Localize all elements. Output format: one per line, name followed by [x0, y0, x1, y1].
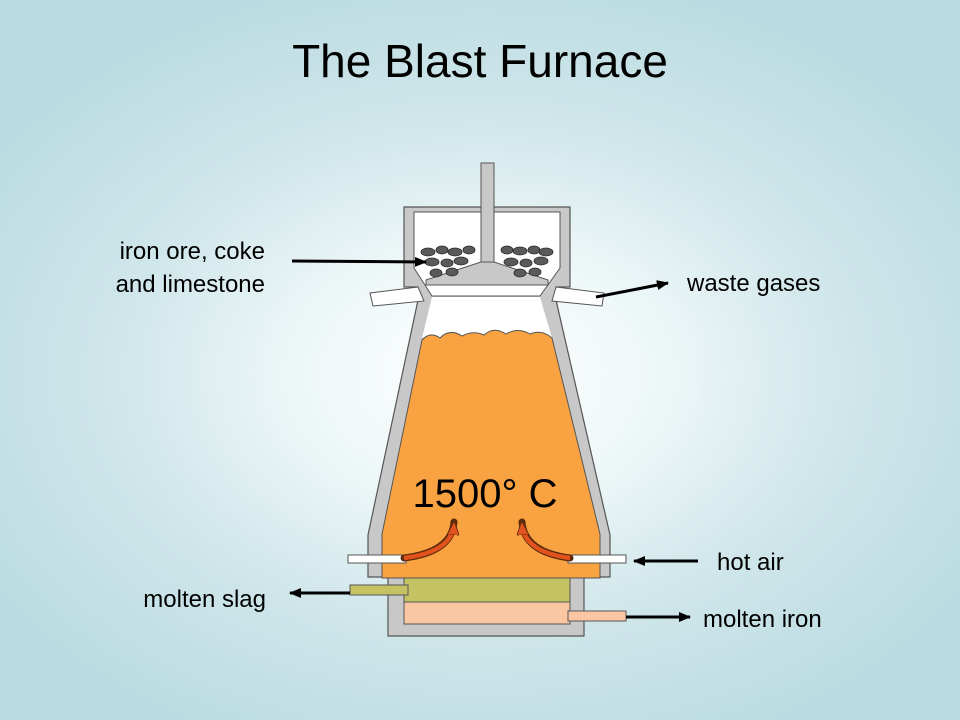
- waste-gases-arrow: [595, 280, 669, 299]
- gas-zone: [422, 297, 552, 338]
- charge-label-line2: and limestone: [115, 271, 265, 298]
- gas-outlet-left: [369, 286, 425, 307]
- hot-air-arrow-left-fill: [403, 524, 454, 561]
- charging-rod: [480, 162, 495, 266]
- page-title: The Blast Furnace: [292, 35, 668, 87]
- molten-iron-layer: [403, 601, 571, 625]
- charging-bell: [425, 261, 549, 286]
- slag-tap-pipe: [349, 584, 409, 596]
- molten-iron-label: molten iron: [703, 606, 822, 633]
- charge-label: iron ore, coke and limestone: [40, 235, 265, 301]
- hot-air-pipe-right: [567, 554, 627, 564]
- hot-air-pipe-left: [347, 554, 407, 564]
- charge-arrow: [291, 256, 427, 267]
- temperature-label: 1500° C: [412, 472, 558, 516]
- slag-layer: [403, 577, 571, 603]
- ore-lumps-right: [500, 245, 554, 278]
- iron-tap-pipe: [567, 610, 627, 622]
- hot-air-arrow-right-fill: [522, 524, 571, 561]
- charge-label-line1: iron ore, coke: [119, 238, 265, 265]
- hot-zone: [381, 329, 601, 579]
- molten-slag-label: molten slag: [143, 586, 266, 613]
- hot-air-label: hot air: [717, 549, 784, 576]
- gas-outlet-right: [551, 286, 605, 307]
- waste-gases-label: waste gases: [687, 270, 821, 297]
